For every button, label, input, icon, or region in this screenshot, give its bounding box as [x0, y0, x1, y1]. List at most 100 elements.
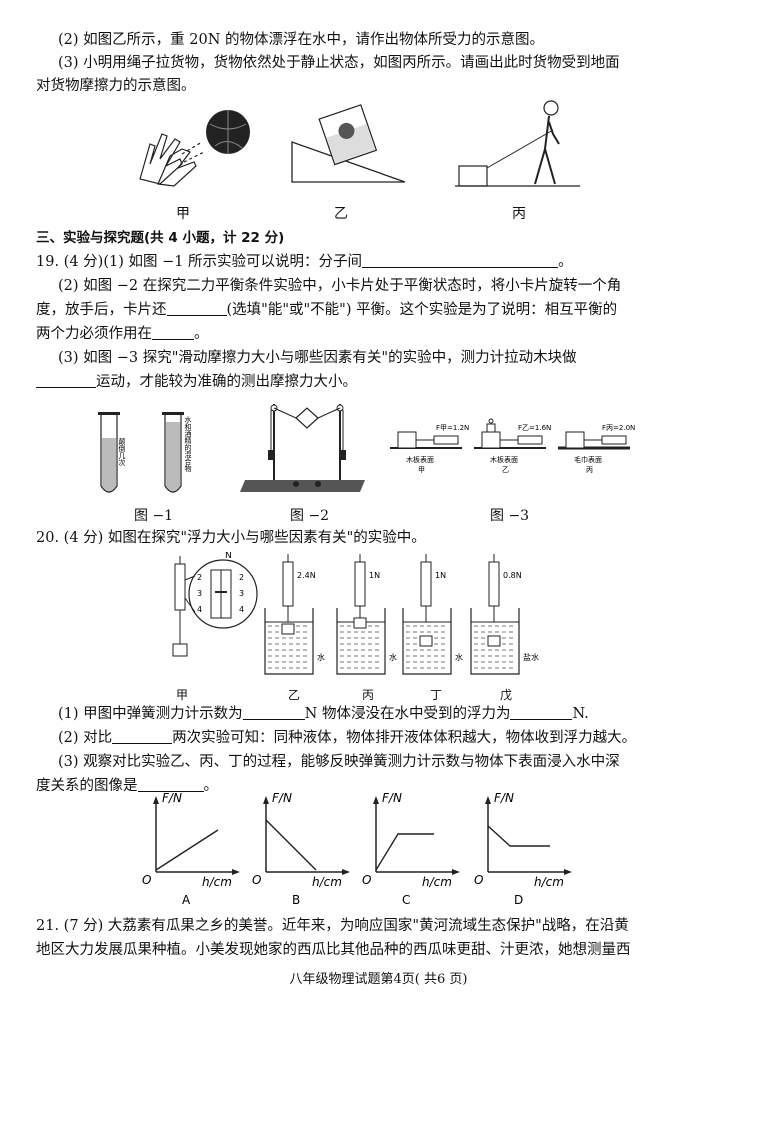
- q19-l1-text: 19. (4 分)(1) 如图 −1 所示实验可以说明：分子间: [36, 254, 363, 270]
- q19-line3: 度，放手后，卡片还 (选填"能"或"不能") 平衡。这个实验是为了说明：相互平衡的: [36, 300, 617, 320]
- c1-label: 甲: [418, 466, 425, 474]
- q19-line6: 运动，才能较为准确的测出摩擦力大小。: [36, 372, 357, 392]
- q19-l4-end: 。: [194, 326, 209, 342]
- q19-caption-fig3: 图 −3: [490, 508, 530, 524]
- q20-blank-1[interactable]: [242, 705, 305, 720]
- q20-blank-2[interactable]: [510, 705, 573, 720]
- q20-l1-mid: N 物体浸没在水中受到的浮力为: [304, 706, 511, 722]
- q21-line2: 地区大力发展瓜果种植。小美发现她家的西瓜比其他品种的西瓜味更甜、汁更浓，她想测量…: [36, 942, 631, 958]
- q20-line2: (2) 对比 两次实验可知：同种液体，物体排开液体体积越大，物体收到浮力越大。: [58, 728, 636, 748]
- graph-ylabel: F/N: [494, 791, 514, 805]
- beaker-setup: 2.4N 水: [264, 554, 325, 675]
- q19-caption-fig1: 图 −1: [134, 508, 174, 524]
- graph-label: B: [292, 893, 300, 907]
- q19-l4-text: 两个力必须作用在: [36, 326, 152, 342]
- scale-reading: 2.4N: [297, 571, 316, 580]
- tube2-label: 水和酒精的混合物: [184, 415, 192, 473]
- q20-caption-bing: 丙: [362, 688, 375, 702]
- q19-l3-text: 度，放手后，卡片还: [36, 302, 167, 318]
- q18-part2: (2) 如图乙所示，重 20N 的物体漂浮在水中，请作出物体所受力的示意图。: [58, 32, 545, 48]
- q19-blank-4[interactable]: [36, 373, 96, 388]
- q19-line4: 两个力必须作用在 。: [36, 324, 209, 344]
- c3-label: 丙: [586, 466, 593, 474]
- s3-label: 毛巾表面: [574, 455, 602, 464]
- figure-two-force-balance: [240, 404, 365, 492]
- s2-label: 木板表面: [490, 455, 518, 464]
- figure-hands-ball: [139, 110, 250, 187]
- scale-unit: N: [225, 552, 232, 561]
- q20-l1-end: N.: [572, 706, 589, 722]
- q20-l1-text: (1) 甲图中弹簧测力计示数为: [58, 706, 243, 722]
- scale-tick-2: 2: [197, 573, 202, 582]
- q19-l3-rest: (选填"能"或"不能") 平衡。这个实验是为了说明：相互平衡的: [226, 302, 618, 318]
- q18-part3-line2: 对货物摩擦力的示意图。: [36, 78, 196, 94]
- q19-line1: 19. (4 分)(1) 如图 −1 所示实验可以说明：分子间 。: [36, 252, 573, 272]
- f1-label: F甲=1.2N: [436, 424, 469, 432]
- q21-line1: 21. (7 分) 大荔素有瓜果之乡的美誉。近年来，为响应国家"黄河流域生态保护…: [36, 918, 629, 934]
- f3-label: F丙=2.0N: [602, 424, 635, 432]
- q20-caption-ding: 丁: [430, 688, 443, 702]
- graph-ylabel: F/N: [382, 791, 402, 805]
- q20-caption-yi: 乙: [288, 688, 301, 702]
- q20-line1: (1) 甲图中弹簧测力计示数为 N 物体浸没在水中受到的浮力为 N.: [58, 704, 589, 724]
- scale-tick-3: 3: [197, 589, 202, 598]
- graph-xlabel: h/cm: [422, 875, 452, 889]
- c2-label: 乙: [502, 466, 509, 474]
- q18-caption-bing: 丙: [512, 206, 526, 222]
- graph-xlabel: h/cm: [312, 875, 342, 889]
- q20-line4: 度关系的图像是 。: [36, 776, 218, 796]
- q19-l1-end: 。: [558, 254, 573, 270]
- figure-man-pulling-cargo: [455, 100, 580, 187]
- s1-label: 木板表面: [406, 455, 434, 464]
- liquid-label: 水: [389, 652, 397, 662]
- graph-origin: O: [252, 873, 261, 887]
- section-3-title: 三、实验与探究题(共 4 小题，计 22 分): [36, 230, 285, 246]
- q20-caption-wu: 戊: [500, 688, 513, 702]
- q20-title: 20. (4 分) 如图在探究"浮力大小与哪些因素有关"的实验中。: [36, 530, 426, 546]
- q20-blank-3[interactable]: [112, 729, 173, 744]
- q20-caption-jia: 甲: [176, 688, 189, 702]
- scale-tick-4-right: 4: [239, 605, 244, 614]
- tube1-label: 颠倒几次: [118, 437, 126, 467]
- f2-label: F乙=1.6N: [518, 424, 551, 432]
- liquid-label: 盐水: [523, 652, 539, 662]
- graph-ylabel: F/N: [162, 791, 182, 805]
- q20-l4-text: 度关系的图像是: [36, 778, 138, 794]
- beaker-setup: 1N 水: [402, 554, 463, 675]
- q19-blank-1[interactable]: [362, 253, 559, 268]
- q20-l2-rest: 两次实验可知：同种液体，物体排开液体体积越大，物体收到浮力越大。: [172, 730, 637, 746]
- q19-blank-3[interactable]: [152, 325, 194, 340]
- q20-l4-end: 。: [203, 778, 219, 794]
- q19-l6-text: 运动，才能较为准确的测出摩擦力大小。: [96, 374, 357, 390]
- liquid-label: 水: [455, 652, 463, 662]
- q18-caption-yi: 乙: [334, 206, 348, 222]
- graph-origin: O: [142, 873, 151, 887]
- graph-origin: O: [362, 873, 371, 887]
- scale-reading: 1N: [435, 571, 446, 580]
- liquid-label: 水: [317, 652, 325, 662]
- q20-l2-text: (2) 对比: [58, 730, 113, 746]
- q19-line2: (2) 如图 −2 在探究二力平衡条件实验中，小卡片处于平衡状态时，将小卡片旋转…: [58, 278, 622, 294]
- graph-label: D: [514, 893, 523, 907]
- graph-xlabel: h/cm: [534, 875, 564, 889]
- graph-label: A: [182, 893, 191, 907]
- figure-test-tubes: 颠倒几次 水和酒精的混合物: [98, 412, 192, 493]
- scale-tick-3-right: 3: [239, 589, 244, 598]
- q20-blank-4[interactable]: [137, 777, 204, 792]
- graph-label: C: [402, 893, 410, 907]
- graph-origin: O: [474, 873, 483, 887]
- figure-incline-beaker: [291, 104, 406, 183]
- q19-line5: (3) 如图 −3 探究"滑动摩擦力大小与哪些因素有关"的实验中，测力计拉动木块…: [58, 350, 577, 366]
- graph-ylabel: F/N: [272, 791, 292, 805]
- q19-blank-2[interactable]: [166, 301, 227, 316]
- scale-tick-4: 4: [197, 605, 202, 614]
- q19-caption-fig2: 图 −2: [290, 508, 330, 524]
